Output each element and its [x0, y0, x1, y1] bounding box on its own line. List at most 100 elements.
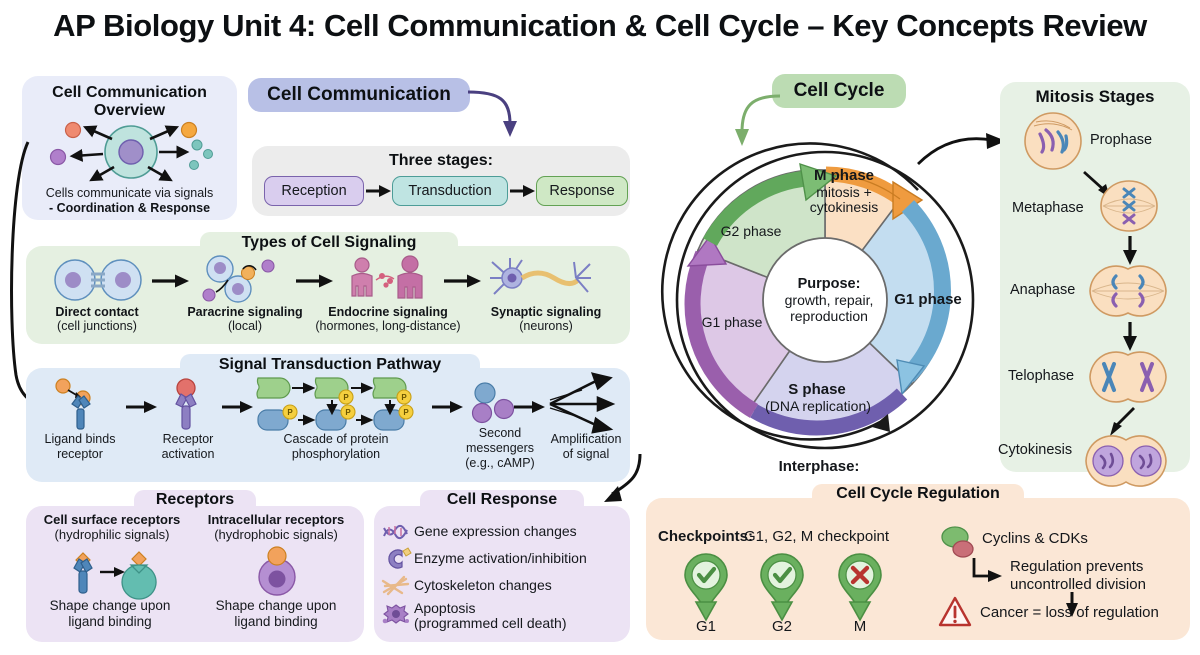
- two-bodies-icon: [351, 255, 423, 299]
- cell-response-title: Cell Response: [446, 491, 558, 508]
- transduction-step-4-line1: Amplification: [550, 432, 622, 446]
- mitosis-stage-4-label: Cytokinesis: [998, 442, 1073, 458]
- apoptotic-cell-icon: [382, 604, 409, 624]
- transduction-arrow-4-icon: [514, 401, 545, 413]
- svg-text:P: P: [403, 408, 409, 417]
- receptor-ligand-icon: [55, 378, 91, 430]
- cyclin-cdk-icon: [941, 526, 974, 558]
- receptor-col-0-caption2: ligand binding: [68, 614, 152, 629]
- overview-title-line1: Cell Communication: [52, 84, 207, 101]
- second-messenger-icon: [471, 382, 515, 424]
- types-of-cell-signaling-title: Types of Cell Signaling: [241, 234, 417, 251]
- wheel-g1-purple-label: G1 phase: [701, 314, 763, 330]
- wheel-m-phase-sub2: cytokinesis: [809, 199, 879, 215]
- regulation-down-arrow-icon: [1066, 592, 1078, 617]
- checkpoint-pin-m[interactable]: [832, 552, 888, 622]
- signaling-sub-2: (hormones, long-distance): [315, 319, 461, 333]
- signaling-arrow-2-icon: [296, 274, 333, 288]
- mitosis-stage-0-label: Prophase: [1090, 132, 1153, 148]
- mitosis-arrow-3-icon: [1110, 407, 1135, 436]
- cell-cycle-badge[interactable]: Cell Cycle: [772, 74, 906, 108]
- response-item-2-label: Cytoskeleton changes: [414, 577, 552, 593]
- transduction-step-3-line1: Second: [478, 426, 522, 440]
- mitosis-stages-title: Mitosis Stages: [1035, 87, 1155, 106]
- anaphase-cell-icon: [1089, 265, 1167, 317]
- regulation-elbow-arrow: [972, 558, 1002, 582]
- checkpoint-pin-g2[interactable]: [754, 552, 810, 622]
- mitosis-stage-3-label: Telophase: [1008, 368, 1075, 384]
- response-item-1-label: Enzyme activation/inhibition: [414, 550, 587, 566]
- checkpoint-label-m: M: [853, 618, 867, 635]
- receptor-col-1-heading: Intracellular receptors: [207, 512, 345, 527]
- metaphase-cell-icon: [1100, 180, 1158, 232]
- receptor-col-1-caption1: Shape change upon: [215, 598, 337, 613]
- transduction-step-1-line2: activation: [161, 447, 215, 461]
- receptors-title-bg: [134, 490, 256, 516]
- three-stages-title: Three stages:: [388, 152, 494, 169]
- badge-to-stages-arrow: [467, 90, 517, 137]
- checkpoint-label-g1: G1: [695, 618, 716, 635]
- cytokinesis-cell-icon: [1085, 435, 1167, 487]
- checkpoint-pin-g1[interactable]: [678, 552, 734, 622]
- signaling-label-2: Endocrine signaling: [328, 305, 448, 319]
- stage-arrow-2-icon: [510, 185, 535, 197]
- transduction-step-0-line2: receptor: [57, 447, 103, 461]
- cancer-label: Cancer = loss of regulation: [980, 604, 1159, 621]
- signaling-cell-icon: [49, 121, 213, 182]
- signal-transduction-title: Signal Transduction Pathway: [218, 356, 442, 373]
- wheel-g1-blue-label: G1 phase: [894, 291, 962, 308]
- dna-helix-icon: [383, 524, 408, 540]
- response-item-3-label2: (programmed cell death): [414, 615, 567, 631]
- amplification-arrows-icon: [549, 372, 616, 434]
- two-joined-cells-icon: [54, 259, 142, 301]
- receptor-col-0-subheading: (hydrophilic signals): [54, 527, 170, 542]
- svg-text:P: P: [401, 393, 407, 402]
- transduction-step-3-line2: messengers: [465, 441, 535, 455]
- checkpoints-value: G1, G2, M checkpoint: [744, 528, 890, 545]
- mitosis-arrow-2-icon: [1123, 322, 1137, 351]
- receptor-col-1-caption2: ligand binding: [234, 614, 318, 629]
- receptor-col-0-heading: Cell surface receptors: [43, 512, 181, 527]
- signaling-label-0: Direct contact: [55, 305, 139, 319]
- page-title: AP Biology Unit 4: Cell Communication & …: [53, 8, 1147, 43]
- checkpoint-label-g2: G2: [771, 618, 792, 635]
- types-of-cell-signaling-title-bg: [200, 232, 458, 258]
- wheel-m-phase-sub1: mitosis +: [816, 184, 872, 200]
- stage-chip-transduction[interactable]: Transduction: [392, 176, 508, 206]
- wheel-m-phase-label: M phase: [813, 167, 874, 184]
- transduction-step-3-line3: (e.g., cAMP): [465, 456, 535, 470]
- activated-receptor-icon: [175, 378, 197, 430]
- cell-communication-overview-panel: Cell Communication Overview Cells c: [22, 76, 237, 220]
- cell-cycle-regulation-panel: [646, 498, 1190, 640]
- svg-text:P: P: [343, 393, 349, 402]
- cell-cycle-wheel: [660, 142, 975, 450]
- stage-arrow-1-icon: [366, 185, 391, 197]
- svg-text:P: P: [345, 408, 351, 417]
- signaling-label-3: Synaptic signaling: [490, 305, 602, 319]
- enzyme-icon: [388, 547, 412, 569]
- signaling-sub-1: (local): [227, 319, 263, 333]
- wheel-s-phase-label: S phase: [788, 381, 846, 398]
- regulation-line1: Regulation prevents: [1010, 558, 1144, 575]
- cell-cycle-badge-arrow: [735, 94, 781, 146]
- stage-chip-reception[interactable]: Reception: [264, 176, 364, 206]
- overview-title-line2: Overview: [93, 102, 166, 119]
- signaling-arrow-1-icon: [152, 274, 189, 288]
- signaling-sub-0: (cell junctions): [57, 319, 137, 333]
- cell-response-title-bg: [420, 490, 584, 516]
- transduction-step-0-line1: Ligand binds: [44, 432, 116, 446]
- wheel-interphase-label: Interphase:: [778, 458, 860, 475]
- intracellular-receptor-icon: [258, 546, 296, 596]
- mitosis-arrow-1-icon: [1123, 236, 1137, 265]
- cell-response-panel: [374, 506, 630, 642]
- wheel-to-mitosis-arrow: [917, 133, 1006, 165]
- mitosis-stage-2-label: Anaphase: [1010, 282, 1076, 298]
- response-item-3-label: Apoptosis: [414, 600, 476, 616]
- overview-caption-line2: - Coordination & Response: [48, 201, 211, 215]
- mitosis-stage-1-label: Metaphase: [1012, 200, 1084, 216]
- signal-transduction-title-bg: [180, 354, 480, 380]
- stage-chip-response[interactable]: Response: [536, 176, 628, 206]
- cell-communication-badge[interactable]: Cell Communication: [248, 78, 470, 112]
